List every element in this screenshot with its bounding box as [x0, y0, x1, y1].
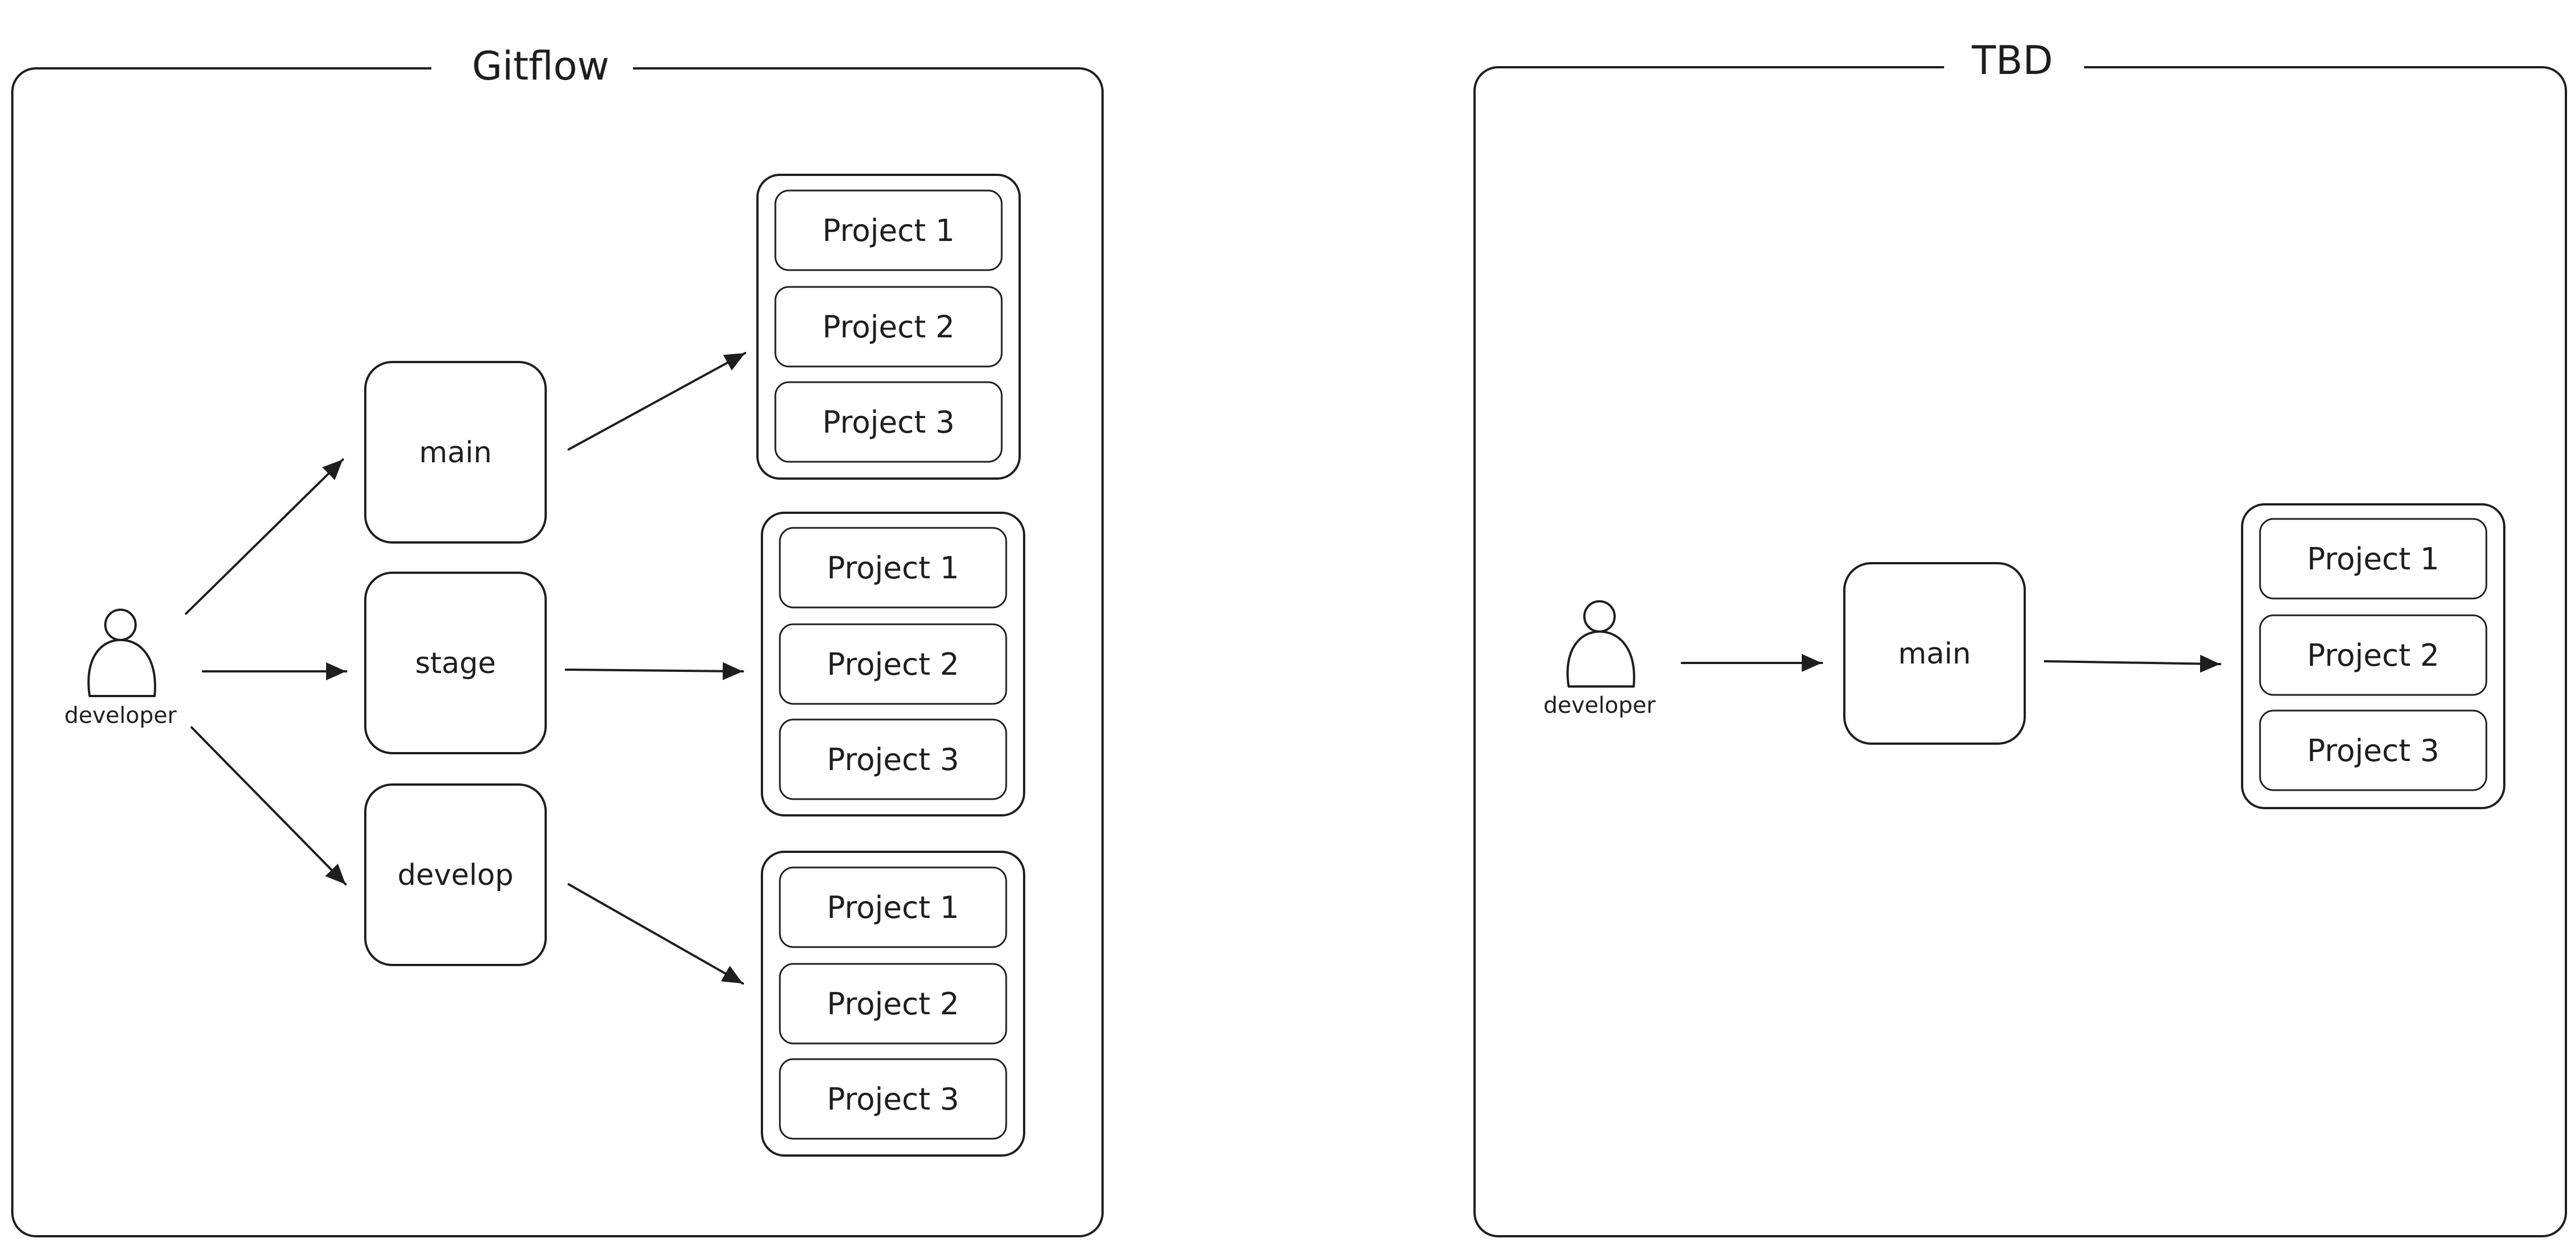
project-label: Project 3 — [827, 742, 959, 777]
project-group-develop: Project 1 Project 2 Project 3 — [761, 851, 1025, 1157]
tbd-title: TBD — [1971, 38, 2053, 83]
gitflow-title: Gitflow — [472, 43, 609, 89]
project-label: Project 2 — [822, 309, 955, 345]
project-item: Project 2 — [779, 963, 1007, 1045]
project-item: Project 1 — [779, 527, 1007, 609]
branch-main: main — [1843, 562, 2026, 745]
project-label: Project 3 — [827, 1082, 959, 1117]
branch-main: main — [364, 361, 547, 544]
project-label: Project 2 — [827, 986, 959, 1022]
project-group-stage: Project 1 Project 2 Project 3 — [761, 512, 1025, 816]
person-icon — [1566, 600, 1635, 688]
branch-stage: stage — [364, 572, 547, 754]
arrow-developer-to-main — [185, 458, 344, 615]
developer-label: developer — [1543, 693, 1656, 718]
project-item: Project 1 — [2259, 518, 2487, 600]
developer-label: developer — [64, 703, 177, 729]
arrow-stage-to-projects — [565, 662, 744, 680]
project-label: Project 2 — [2307, 638, 2439, 673]
branch-label: stage — [415, 647, 496, 680]
project-item: Project 2 — [2259, 614, 2487, 696]
person-icon — [87, 609, 156, 697]
arrow-develop-to-projects — [568, 883, 744, 985]
project-label: Project 3 — [2307, 733, 2439, 768]
project-group-main: Project 1 Project 2 Project 3 — [756, 174, 1021, 480]
project-item: Project 3 — [779, 718, 1007, 800]
project-label: Project 1 — [827, 550, 959, 586]
arrow-developer-to-develop — [190, 726, 347, 885]
project-label: Project 2 — [827, 647, 959, 682]
branch-label: main — [419, 436, 492, 470]
gitflow-developer: developer — [64, 609, 177, 729]
project-label: Project 1 — [822, 213, 955, 248]
project-item: Project 2 — [779, 623, 1007, 705]
arrow-main-to-projects — [2044, 655, 2221, 673]
project-item: Project 1 — [779, 866, 1007, 948]
project-item: Project 1 — [774, 189, 1003, 271]
branch-label: develop — [397, 859, 513, 892]
tbd-developer: developer — [1543, 600, 1656, 718]
project-label: Project 3 — [822, 405, 955, 440]
branch-develop: develop — [364, 783, 547, 966]
project-label: Project 1 — [827, 890, 959, 925]
tbd-frame: TBD developer main Project 1 Project 2 — [1473, 38, 2567, 1237]
project-item: Project 3 — [779, 1058, 1007, 1140]
project-group-main: Project 1 Project 2 Project 3 — [2241, 503, 2505, 809]
project-item: Project 3 — [774, 381, 1003, 463]
branch-label: main — [1898, 637, 1971, 671]
project-item: Project 2 — [774, 286, 1003, 368]
gitflow-frame: Gitflow developer main stage develop — [11, 43, 1104, 1237]
arrow-main-to-projects — [568, 352, 746, 451]
project-item: Project 3 — [2259, 709, 2487, 791]
project-label: Project 1 — [2307, 541, 2439, 577]
